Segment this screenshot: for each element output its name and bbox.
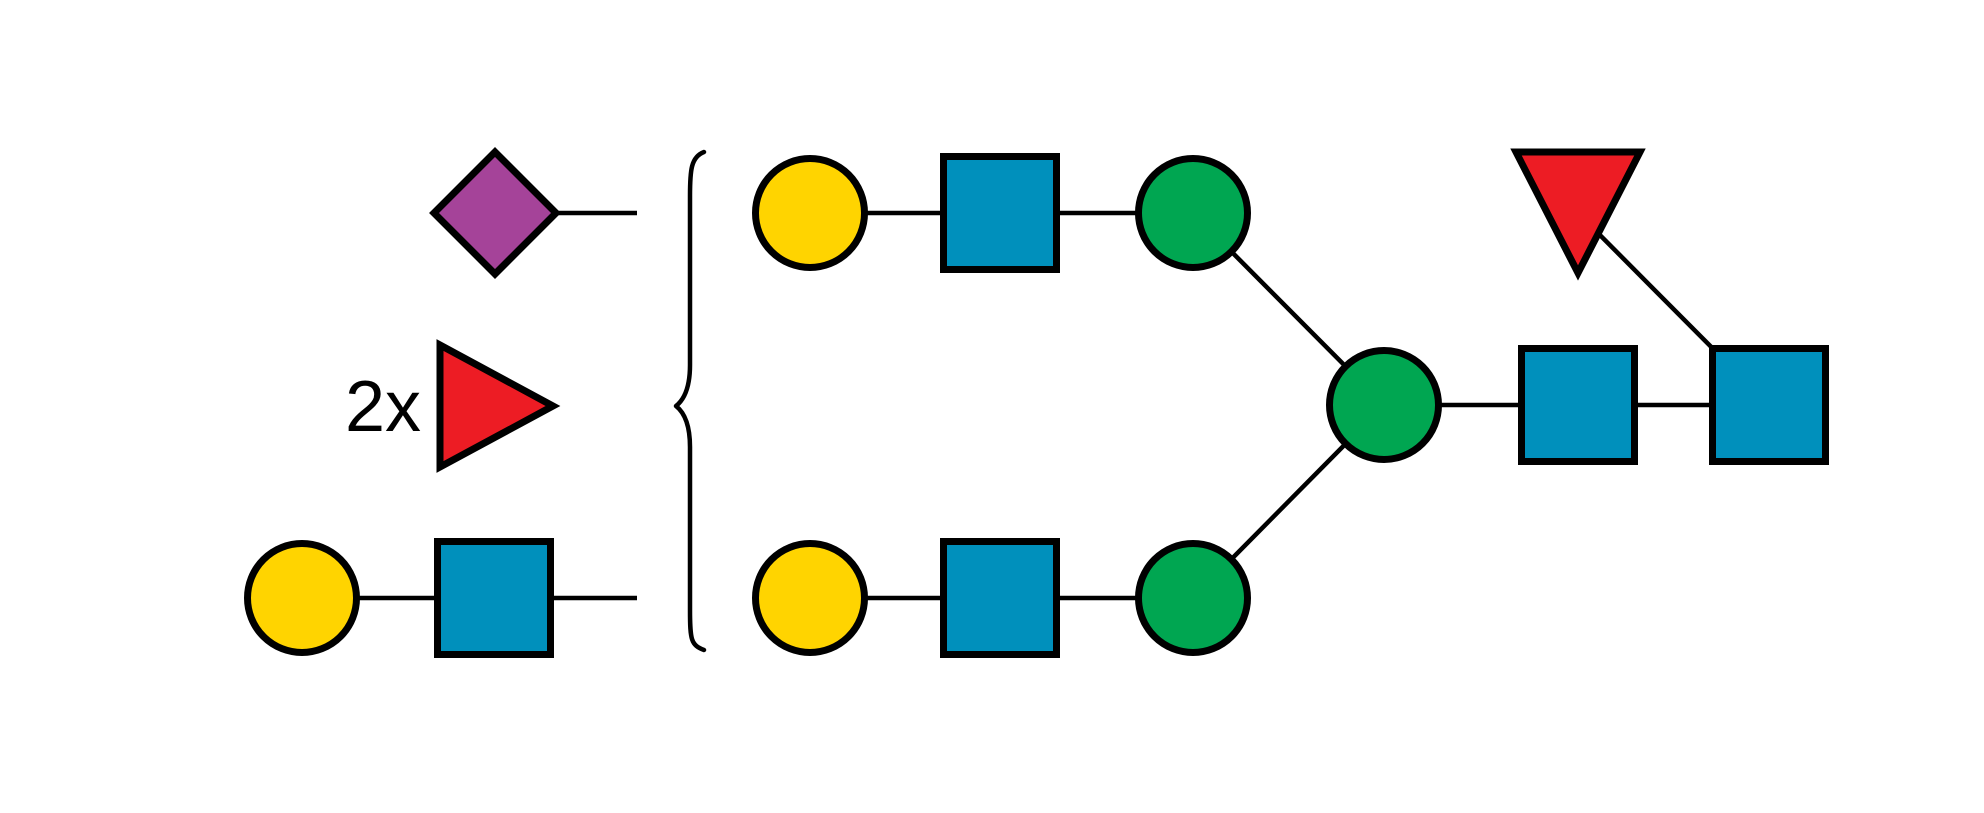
monosaccharide-nodes-layer — [244, 147, 1829, 658]
multiplier-label: 2x — [345, 367, 421, 447]
gal-bottom-circle — [752, 540, 868, 656]
man-core-circle — [1326, 347, 1442, 463]
glcnac-bottom-square — [940, 538, 1060, 658]
man-top-circle — [1135, 155, 1251, 271]
neu5ac-antenna-diamond — [429, 147, 561, 279]
glcnac-core-inner-square — [1518, 345, 1638, 465]
glcnac-antenna-square — [434, 538, 554, 658]
gal-top-circle — [752, 155, 868, 271]
fuc-antenna-triangle — [436, 339, 561, 473]
glcnac-reducing-square — [1709, 345, 1829, 465]
antenna-variants-brace — [673, 149, 707, 653]
fuc-core-triangle — [1510, 148, 1646, 281]
glcnac-top-square — [940, 153, 1060, 273]
gal-antenna-circle — [244, 540, 360, 656]
man-bottom-circle — [1135, 540, 1251, 656]
